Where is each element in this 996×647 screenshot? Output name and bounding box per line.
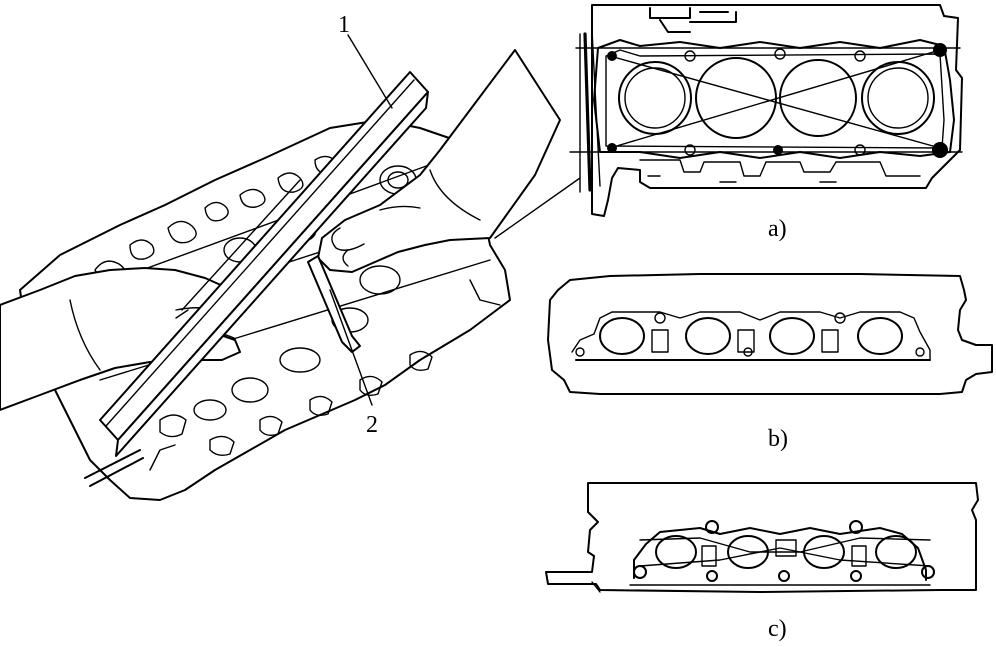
right-hand [317,49,561,273]
view-a-top-deck [569,4,963,217]
view-c-side [545,482,979,593]
leader-line-view-a [494,177,581,239]
callout-1: 1 [338,12,350,38]
straightedge [99,71,429,457]
view-b-label: b) [768,426,788,452]
leader-line-1 [347,34,393,109]
callout-2: 2 [366,412,378,438]
view-c-label: c) [768,616,787,642]
view-a-label: a) [768,216,787,242]
leader-line-2 [329,289,373,406]
view-b-side [547,273,993,395]
